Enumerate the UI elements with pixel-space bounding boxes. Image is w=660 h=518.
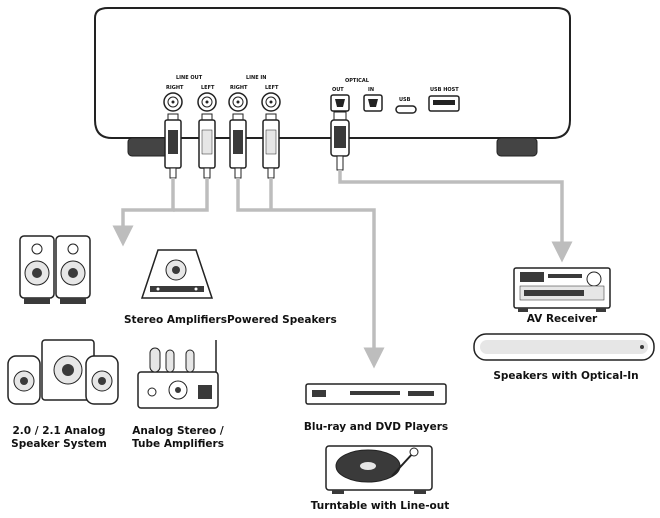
device-foot-right xyxy=(496,137,538,157)
device-foot-left xyxy=(127,137,169,157)
optical-soundbar-icon xyxy=(473,333,655,361)
optical-plug xyxy=(330,111,350,171)
powered-speakers-icon xyxy=(19,235,91,304)
speaker-system-icon xyxy=(7,339,119,405)
usb-host-port[interactable] xyxy=(428,95,460,112)
av-receiver-icon xyxy=(513,267,611,312)
stereo-amps-powered-speakers-label: Stereo AmplifiersPowered Speakers xyxy=(124,314,337,326)
line-out-left-label: LEFT xyxy=(201,85,215,91)
optical-speakers-label: Speakers with Optical-In xyxy=(493,370,639,382)
turntable-label: Turntable with Line-out xyxy=(310,500,450,512)
arrow-optical xyxy=(338,170,573,263)
rca-plug-line-in-right xyxy=(229,113,247,179)
arrow-line-out xyxy=(112,178,175,247)
rca-plug-line-out-left xyxy=(198,113,216,179)
rca-jack-line-out-right[interactable] xyxy=(163,92,183,112)
line-in-label: LINE IN xyxy=(246,75,266,81)
device-rear-panel: LINE OUT LINE IN OPTICAL RIGHT LEFT RIGH… xyxy=(94,7,571,157)
tube-amplifier-line-2: Tube Amplifiers xyxy=(132,438,224,450)
optical-in-port[interactable] xyxy=(363,94,383,112)
rca-plug-line-in-left xyxy=(262,113,280,179)
optical-in-label: IN xyxy=(368,87,374,93)
usb-label: USB xyxy=(399,97,411,103)
rca-jack-line-in-left[interactable] xyxy=(261,92,281,112)
connection-arrows xyxy=(112,170,573,369)
av-receiver-label: AV Receiver xyxy=(526,313,598,325)
stereo-amplifier-icon xyxy=(140,249,214,299)
line-out-label: LINE OUT xyxy=(176,75,203,81)
usb-host-label: USB HOST xyxy=(430,87,459,93)
arrow-line-out-left-join xyxy=(173,178,209,212)
rca-jack-line-in-right[interactable] xyxy=(228,92,248,112)
turntable-icon xyxy=(325,445,433,494)
line-out-right-label: RIGHT xyxy=(166,85,184,91)
rca-plug-line-out-right xyxy=(164,113,182,179)
optical-out-port[interactable] xyxy=(330,94,350,112)
tube-amplifier-line-1: Analog Stereo / xyxy=(132,425,224,437)
line-in-right-label: RIGHT xyxy=(230,85,248,91)
tube-amplifier-icon xyxy=(137,340,219,409)
analog-speaker-system-label: 2.0 / 2.1 Analog Speaker System xyxy=(4,425,114,451)
analog-speaker-system-line-1: 2.0 / 2.1 Analog xyxy=(12,425,106,437)
bluray-player-icon xyxy=(305,383,447,405)
bluray-label: Blu-ray and DVD Players xyxy=(303,421,449,433)
line-in-left-label: LEFT xyxy=(265,85,279,91)
tube-amplifier-label: Analog Stereo / Tube Amplifiers xyxy=(125,425,231,451)
analog-speaker-system-line-2: Speaker System xyxy=(11,438,107,450)
optical-label: OPTICAL xyxy=(345,78,370,84)
usb-c-port[interactable] xyxy=(395,105,417,114)
arrow-line-in xyxy=(236,178,385,369)
optical-out-label: OUT xyxy=(332,87,344,93)
rca-jack-line-out-left[interactable] xyxy=(197,92,217,112)
